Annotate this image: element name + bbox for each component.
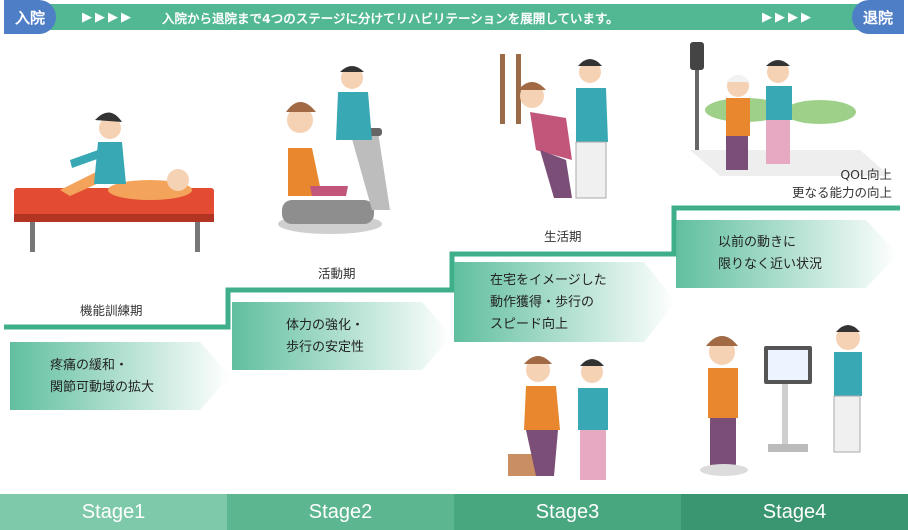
stage4-label: Stage4 [681,494,908,530]
stage3-step-illustration [508,356,608,480]
phase-label-4: QOL向上 更なる能力の向上 [792,166,892,202]
stage2-label: Stage2 [227,494,454,530]
stage3-label: Stage3 [454,494,681,530]
stage1-desc-line2: 関節可動域の拡大 [50,380,155,395]
header-arrows-left: ▶▶▶▶ [82,4,134,30]
stage3-desc-line1: 在宅をイメージした [490,273,607,288]
stage1-description: 疼痛の緩和・ 関節可動域の拡大 [50,355,154,399]
stage3-illustration [500,54,608,199]
phase-label-4-line2: 更なる能力の向上 [791,185,892,200]
stage1-label: Stage1 [0,494,227,530]
stage2-description: 体力の強化・ 歩行の安定性 [286,315,364,359]
admission-badge: 入院 [4,0,56,34]
arrows-left-icon: ▶▶▶▶ [82,9,134,25]
stage3-description: 在宅をイメージした 動作獲得・歩行の スピード向上 [490,270,607,336]
stage2-desc-line1: 体力の強化・ [286,318,365,333]
phase-label-2: 活動期 [318,266,356,281]
stage3-desc-line3: スピード向上 [490,317,569,332]
arrows-right-icon: ▶▶▶▶ [762,9,814,25]
stage4-description: 以前の動きに 限りなく近い状況 [718,232,822,276]
stage2-desc-line2: 歩行の安定性 [286,340,365,355]
stage4-outdoor-illustration [690,42,890,176]
header-arrows-right: ▶▶▶▶ [762,4,814,30]
phase-label-4-line1: QOL向上 [840,167,892,182]
stage2-arrow [232,302,452,370]
stage1-arrow [10,342,230,410]
stage4-desc-line1: 以前の動きに [718,235,797,250]
stage2-illustration [278,66,390,234]
stage4-desc-line2: 限りなく近い状況 [718,257,823,272]
stage1-desc-line1: 疼痛の緩和・ [50,358,129,373]
stage3-arrow [454,262,676,342]
discharge-badge: 退院 [852,0,904,34]
stage4-exam-illustration [700,325,862,476]
phase-label-1: 機能訓練期 [80,303,143,318]
progress-step-line [4,205,900,330]
stage4-arrow [676,220,898,288]
stage3-desc-line2: 動作獲得・歩行の [490,295,595,310]
stage1-illustration [14,112,214,252]
phase-label-3: 生活期 [544,229,582,244]
header-message: 入院から退院まで4つのステージに分けてリハビリテーションを展開しています。 [162,10,619,26]
header-message-row: 入院から退院まで4つのステージに分けてリハビリテーションを展開しています。 [162,4,619,30]
header-band [28,4,880,30]
